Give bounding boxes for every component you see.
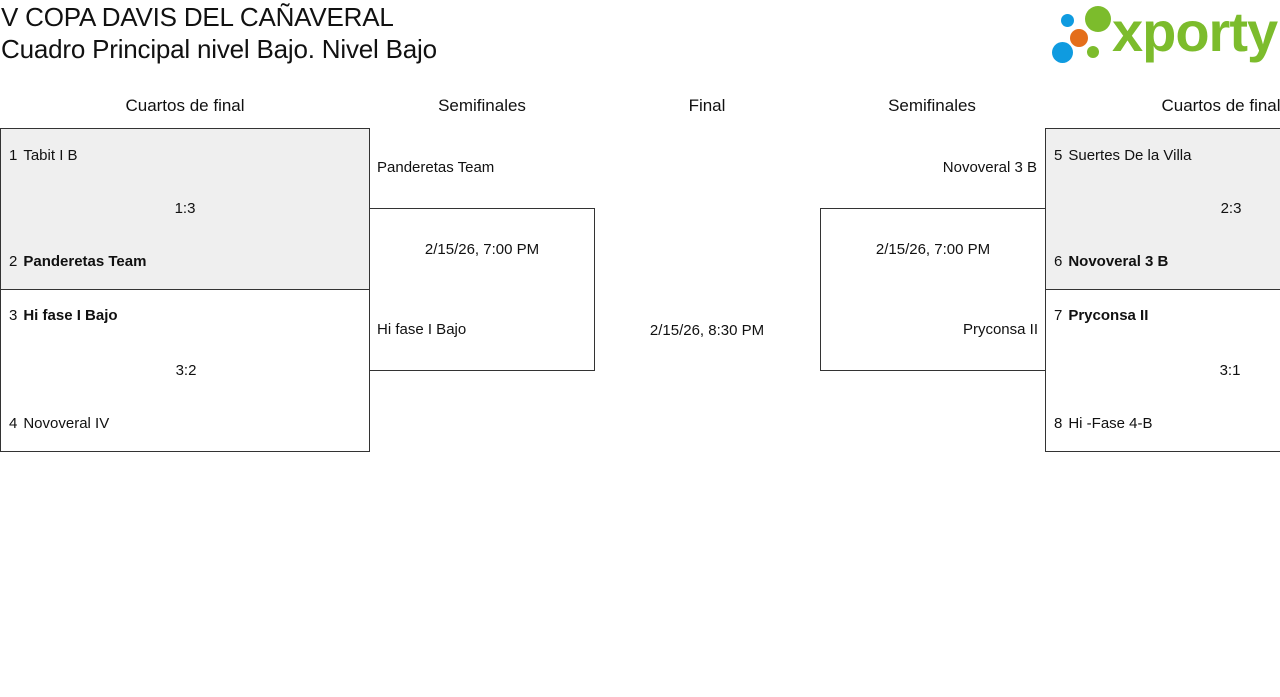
- xporty-logo[interactable]: xporty: [1050, 0, 1278, 68]
- team-name: Novoveral IV: [23, 415, 110, 432]
- round-title-final: Final: [688, 96, 726, 115]
- logo-dot-icon: [1052, 42, 1073, 63]
- team-seed: 7: [1054, 307, 1063, 324]
- final-match-date[interactable]: 2/15/26, 8:30 PM: [649, 322, 765, 339]
- team-seed: 1: [9, 147, 18, 164]
- team-seed: 4: [9, 415, 18, 432]
- match-date: 2/15/26, 7:00 PM: [424, 241, 540, 258]
- team-row-winner: 7 Pryconsa II: [1054, 307, 1148, 324]
- draw-subtitle: Cuadro Principal nivel Bajo. Nivel Bajo: [1, 34, 437, 64]
- team-name: Suertes De la Villa: [1068, 147, 1192, 164]
- team-seed: 8: [1054, 415, 1063, 432]
- quarterfinal-match-1[interactable]: 1 Tabit I B 1:3 2 Panderetas Team: [0, 128, 370, 290]
- team-row-winner: 3 Hi fase I Bajo: [9, 307, 118, 324]
- semifinal-team-bottom: Hi fase I Bajo: [377, 321, 467, 338]
- team-row: 8 Hi -Fase 4-B: [1054, 415, 1153, 432]
- quarterfinal-match-3[interactable]: 5 Suertes De la Villa 2:3 6 Novoveral 3 B: [1045, 128, 1280, 290]
- match-score: 3:2: [175, 362, 197, 379]
- round-title-semifinals-left: Semifinales: [438, 96, 526, 115]
- round-title-semifinals-right: Semifinales: [888, 96, 976, 115]
- logo-dot-icon: [1085, 6, 1111, 32]
- team-row-winner: 2 Panderetas Team: [9, 253, 146, 270]
- match-score: 1:3: [174, 200, 196, 217]
- round-title-quarterfinals-left: Cuartos de final: [125, 96, 245, 115]
- quarterfinal-match-4[interactable]: 7 Pryconsa II 3:1 8 Hi -Fase 4-B: [1045, 289, 1280, 452]
- team-seed: 6: [1054, 253, 1063, 270]
- team-name: Pryconsa II: [1068, 307, 1149, 324]
- match-score: 3:1: [1219, 362, 1241, 379]
- team-row: 5 Suertes De la Villa: [1054, 147, 1191, 164]
- logo-dot-icon: [1061, 14, 1074, 27]
- match-score: 2:3: [1220, 200, 1242, 217]
- team-row-winner: 6 Novoveral 3 B: [1054, 253, 1168, 270]
- team-row: 4 Novoveral IV: [9, 415, 109, 432]
- logo-wordmark: xporty: [1112, 0, 1278, 63]
- team-seed: 5: [1054, 147, 1063, 164]
- semifinal-team-top: Panderetas Team: [377, 159, 495, 176]
- team-row: 1 Tabit I B: [9, 147, 78, 164]
- team-name: Hi fase I Bajo: [23, 307, 118, 324]
- team-name: Hi -Fase 4-B: [1068, 415, 1153, 432]
- team-seed: 3: [9, 307, 18, 324]
- team-seed: 2: [9, 253, 18, 270]
- team-name: Novoveral 3 B: [1068, 253, 1169, 270]
- team-name: Tabit I B: [23, 147, 78, 164]
- quarterfinal-match-2[interactable]: 3 Hi fase I Bajo 3:2 4 Novoveral IV: [0, 289, 370, 452]
- semifinal-team-top: Novoveral 3 B: [942, 159, 1037, 176]
- semifinal-match-2[interactable]: 2/15/26, 7:00 PM Pryconsa II: [820, 208, 1046, 371]
- tournament-title: V COPA DAVIS DEL CAÑAVERAL: [1, 2, 394, 32]
- match-date: 2/15/26, 7:00 PM: [875, 241, 991, 258]
- logo-dot-icon: [1087, 46, 1099, 58]
- semifinal-team-bottom: Pryconsa II: [962, 321, 1038, 338]
- logo-dot-icon: [1070, 29, 1088, 47]
- team-name: Panderetas Team: [23, 253, 147, 270]
- round-title-quarterfinals-right: Cuartos de final: [1161, 96, 1280, 115]
- semifinal-match-1[interactable]: 2/15/26, 7:00 PM Hi fase I Bajo: [369, 208, 595, 371]
